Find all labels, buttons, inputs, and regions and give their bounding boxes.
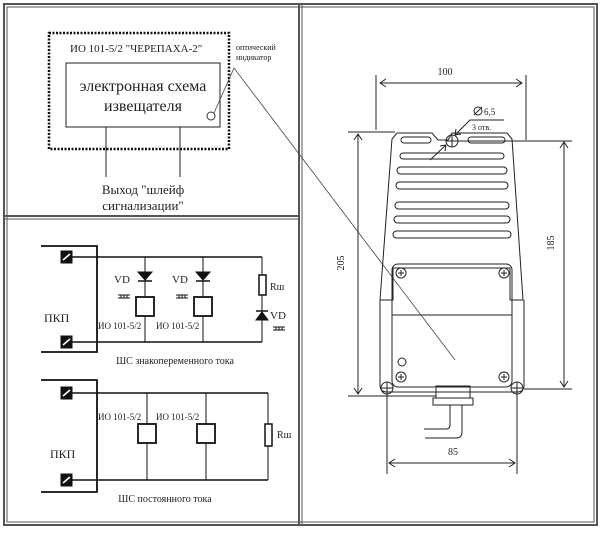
block-diagram-panel: ИО 101-5/2 "ЧЕРЕПАХА-2" электронная схем… [47,31,456,361]
device-label: ИО 101-5/2 [98,321,141,331]
vd-label: VD [172,274,188,286]
device-label: ИО 101-5/2 [156,412,199,422]
ac-caption: ШС знакопеременного тока [116,356,234,367]
dc-caption: ШС постоянного тока [118,494,212,505]
scheme-label-2: извещателя [104,98,183,115]
pkp-bracket [41,379,98,493]
dc-loop-panel [41,379,273,493]
diode-icon [255,311,269,321]
device-label: ИО 101-5/2 [98,412,141,422]
resistor-icon [264,423,273,447]
optical-indicator-icon [397,357,407,367]
pkp-label: ПКП [50,447,76,461]
dim-height: 185 [546,236,557,251]
indicator-leader-line [213,67,456,361]
device-title: ИО 101-5/2 "ЧЕРЕПАХА-2" [70,43,202,55]
diode-icon [194,271,212,281]
scheme-label-1: электронная схема [80,78,207,95]
dim-total-height: 205 [336,256,347,271]
ac-loop-labels: ПКП VD VD VD Rш ИО 101-5/2 ИО 101-5/2 ШС… [44,274,286,367]
optical-label-1: оптический [236,43,277,52]
sensor-block [135,296,155,317]
sensor-block [137,423,157,444]
device-label: ИО 101-5/2 [156,321,199,331]
pkp-label: ПКП [44,311,70,325]
dim-holes-count: 3 отв. [472,123,491,132]
screw-icon [380,267,524,395]
optical-label-2: индикатор [236,53,271,62]
output-label-1: Выход "шлейф [102,182,184,197]
housing-dimensions: 100 6,5 3 отв. 205 185 85 [336,67,557,458]
sensor-block [193,296,213,317]
output-label-2: сигнализации" [102,198,183,213]
dc-loop-labels: ПКП ИО 101-5/2 ИО 101-5/2 Rш ШС постоянн… [50,412,292,505]
housing-drawing [348,75,572,474]
diode-icon [136,271,154,281]
vd-label: VD [270,310,286,322]
optical-indicator-icon [206,111,216,121]
resistor-label: Rш [270,282,285,293]
resistor-icon [258,274,267,296]
vent-slots [392,136,512,239]
pkp-bracket [41,245,98,353]
dim-bottom-width: 85 [448,447,458,458]
resistor-label: Rш [277,430,292,441]
ac-loop-panel [41,245,285,353]
vd-label: VD [114,274,130,286]
led-glyph [118,294,285,331]
scheme-box [65,62,221,128]
dim-width: 100 [438,67,453,78]
dim-hole-diameter: 6,5 [484,107,496,117]
device-outline [47,31,231,151]
sensor-block [196,423,216,444]
frames [3,3,598,526]
